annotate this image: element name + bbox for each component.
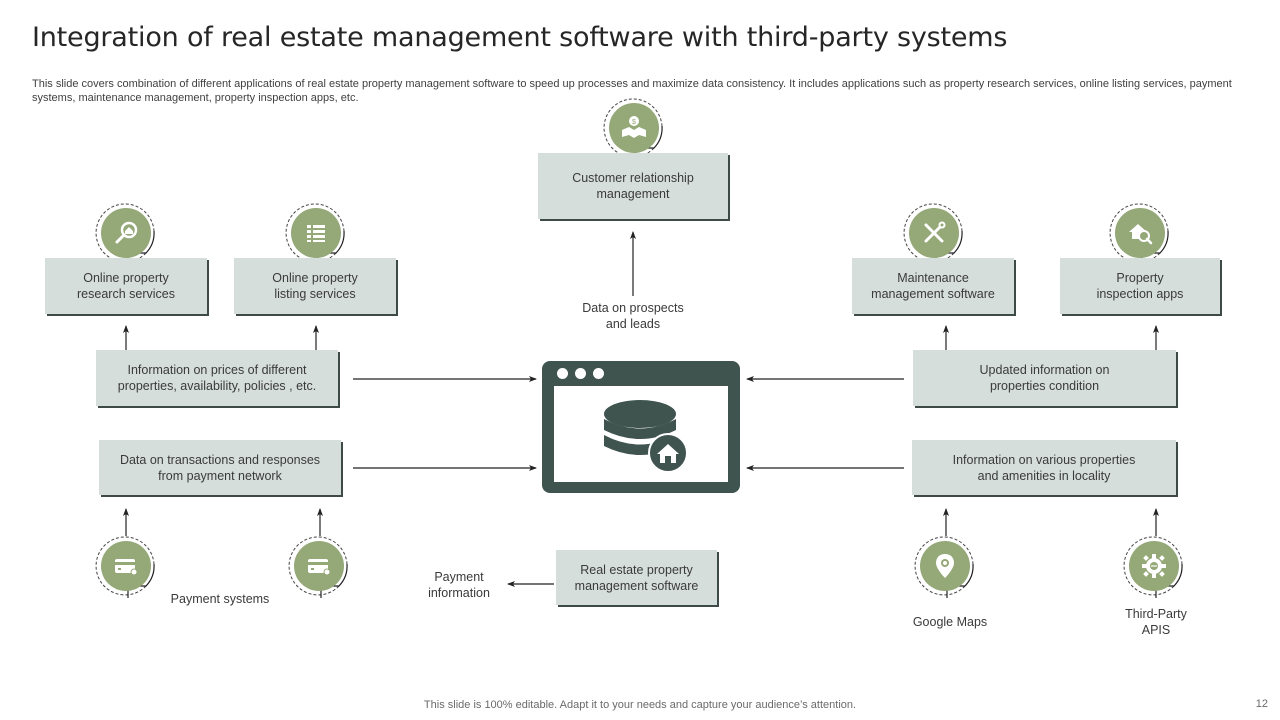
listing-box: Online property listing services [234,258,396,314]
crm-label: Customer relationship management [572,171,694,201]
crm-icon-badge: $ [602,96,666,160]
house-search-icon [1129,224,1153,245]
amenities-label: Information on various properties and am… [952,452,1136,483]
slide-title: Integration of real estate management so… [32,22,1008,53]
gear-icon [1142,554,1166,578]
wrench-screwdriver-icon [924,221,946,243]
amenities-box: Information on various properties and am… [912,440,1176,495]
maintenance-icon-badge [902,201,966,265]
research-icon-badge [94,201,158,265]
prices-info-label: Information on prices of different prope… [117,363,317,393]
slide-footer: This slide is 100% editable. Adapt it to… [423,699,857,711]
maintenance-box: Maintenance management software [852,258,1014,314]
inspection-label: Property inspection apps [1096,271,1184,301]
handshake-dollar-icon: $ [622,116,646,138]
inspection-box: Property inspection apps [1060,258,1220,314]
listing-icon-badge [284,201,348,265]
svg-text:$: $ [632,119,636,126]
credit-card-icon [308,559,331,576]
updated-condition-box: Updated information on properties condit… [913,350,1176,406]
transactions-label: Data on transactions and responses from … [119,452,321,483]
research-label: Online property research services [77,271,175,301]
maintenance-label: Maintenance management software [871,271,995,301]
third-party-apis-label: Third-Party APIS [1125,607,1187,637]
hub-screen [554,386,728,482]
slide-subtitle: This slide covers combination of differe… [32,78,1232,104]
transactions-box: Data on transactions and responses from … [99,440,341,495]
map-pin-icon [936,554,954,578]
inspection-icon-badge [1108,201,1172,265]
listing-label: Online property listing services [272,271,358,301]
page-number: 12 [1255,698,1268,710]
prospects-label: Data on prospects and leads [582,301,684,331]
list-icon [307,225,325,242]
credit-card-icon [115,559,138,576]
google-maps-label: Google Maps [912,615,988,629]
central-software-hub [542,361,740,493]
magnifier-house-icon [115,221,138,244]
crm-box: Customer relationship management [538,153,728,219]
google-maps-badge [913,534,977,598]
payment-system-2-badge [287,534,351,598]
real-estate-software-box: Real estate property management software [556,550,717,605]
real-estate-software-label: Real estate property management software [574,562,699,593]
payment-system-1-badge [94,534,158,598]
window-dot [557,368,568,379]
updated-condition-label: Updated information on properties condit… [979,363,1110,393]
prices-info-box: Information on prices of different prope… [96,350,338,406]
window-dot [575,368,586,379]
payment-systems-label: Payment systems [170,592,270,606]
third-party-apis-badge [1122,534,1186,598]
research-box: Online property research services [45,258,207,314]
database-home-icon [604,400,688,473]
window-dots [557,368,604,379]
payment-information-label: Payment information [428,570,490,600]
window-dot [593,368,604,379]
